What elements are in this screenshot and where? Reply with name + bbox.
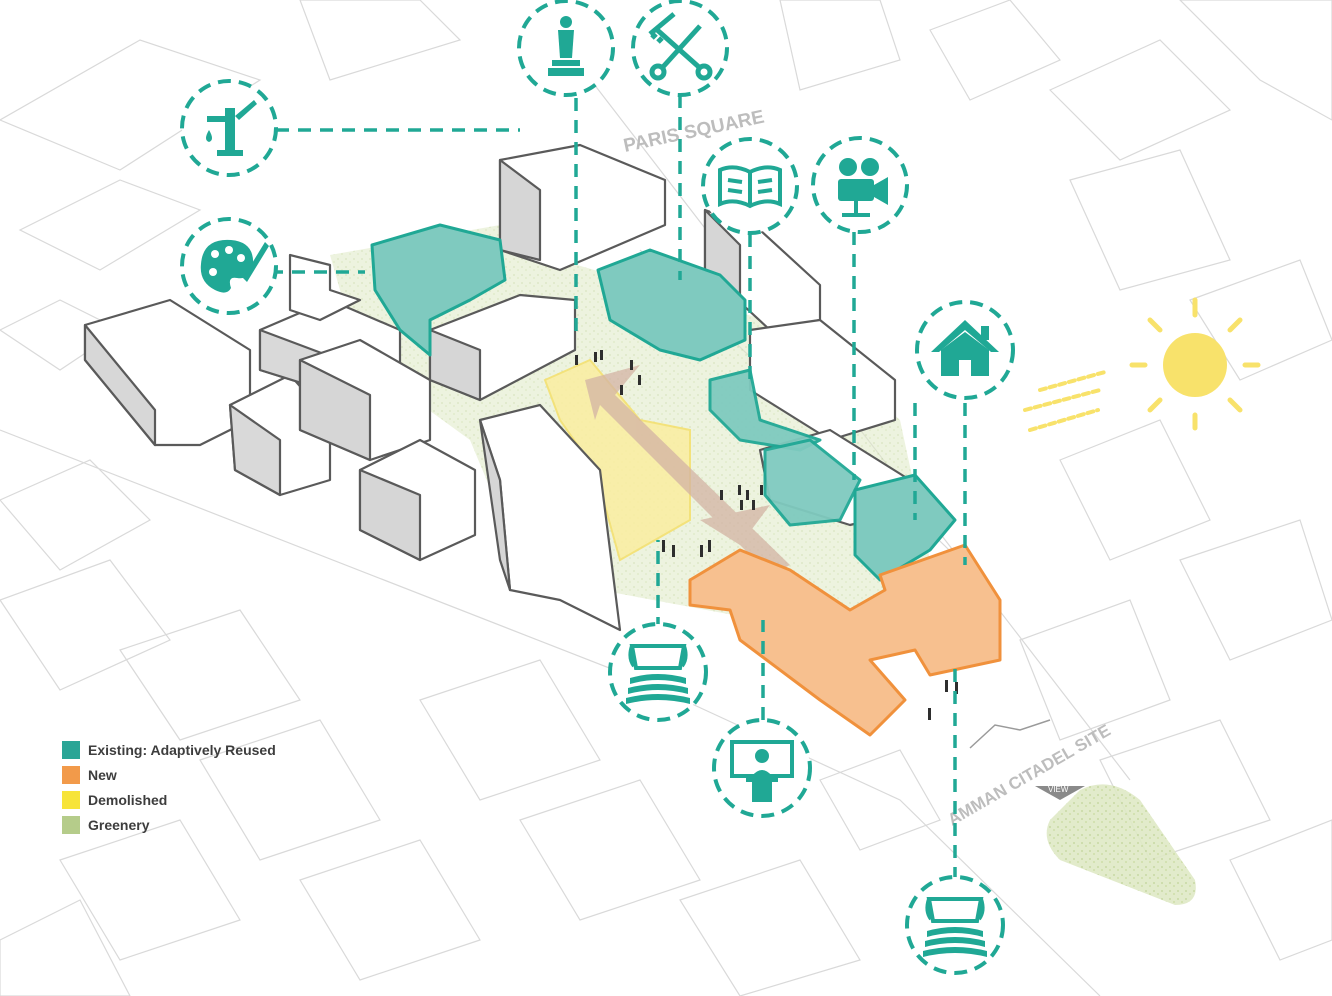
- house-icon: [917, 302, 1013, 398]
- legend-swatch-new: [62, 766, 80, 784]
- book-icon: [703, 139, 797, 233]
- legend-label: Demolished: [88, 792, 167, 808]
- movie-camera-icon: [813, 138, 907, 232]
- statue-icon: [519, 1, 613, 95]
- greenery-patch: [1047, 784, 1196, 905]
- legend-item-new: New: [62, 762, 276, 787]
- lecture-podium-icon: [714, 720, 810, 816]
- legend-swatch-existing: [62, 741, 80, 759]
- legend-label: Greenery: [88, 817, 149, 833]
- legend-item-demolished: Demolished: [62, 787, 276, 812]
- legend-item-existing: Existing: Adaptively Reused: [62, 737, 276, 762]
- sun-icon: [1025, 300, 1258, 430]
- theater-seating-icon: [907, 877, 1003, 973]
- water-pump-icon: [182, 81, 276, 175]
- legend-item-greenery: Greenery: [62, 812, 276, 837]
- theater-seating-icon: [610, 624, 706, 720]
- barber-tools-icon: [633, 1, 727, 95]
- legend-swatch-demolished: [62, 791, 80, 809]
- palette-icon: [182, 219, 276, 313]
- legend: Existing: Adaptively Reused New Demolish…: [62, 737, 276, 837]
- legend-label: New: [88, 767, 117, 783]
- legend-swatch-greenery: [62, 816, 80, 834]
- legend-label: Existing: Adaptively Reused: [88, 742, 276, 758]
- svg-text:VIEW: VIEW: [1048, 785, 1069, 794]
